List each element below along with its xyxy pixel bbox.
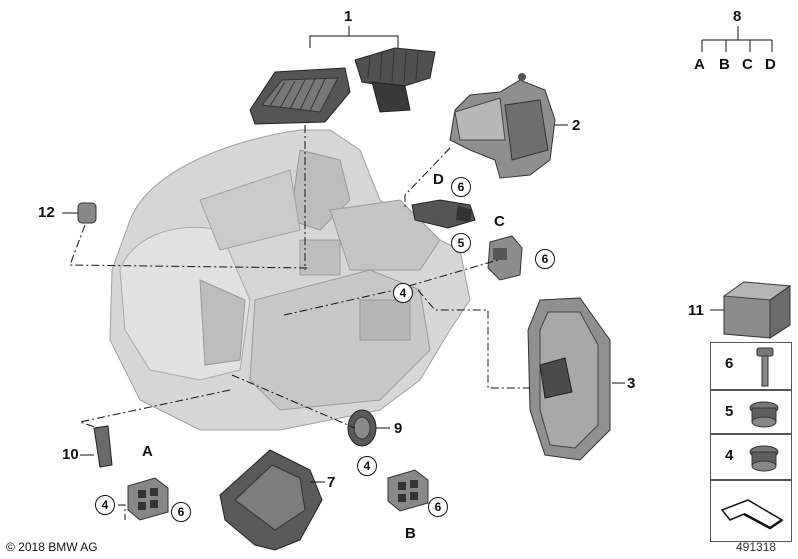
label-part-9: 9 — [394, 420, 403, 437]
tree-label-d: D — [765, 56, 776, 73]
panel-6-bolt-art — [756, 347, 774, 387]
label-part-8: 8 — [733, 8, 742, 25]
panel-5-label: 5 — [725, 403, 734, 420]
panel-bolt: 6 — [710, 342, 792, 390]
part-7-bracket — [219, 449, 325, 551]
callout-4-mid: 4 — [393, 283, 413, 303]
part-1-light-modules — [249, 26, 436, 125]
connector-label-d: D — [433, 171, 444, 188]
part-3-control-unit — [527, 297, 625, 461]
diagram-number: 491318 — [736, 540, 777, 554]
label-part-10: 10 — [62, 446, 79, 463]
panel-nut-4: 4 — [710, 434, 792, 480]
callout-6-top: 6 — [451, 177, 471, 197]
part-2-module — [449, 73, 568, 179]
label-part-12: 12 — [38, 204, 55, 221]
label-part-11: 11 — [688, 302, 704, 319]
tree-label-c: C — [742, 56, 753, 73]
callout-4-a: 4 — [95, 495, 115, 515]
connector-a — [127, 477, 169, 521]
panel-5-nut-art — [749, 401, 779, 428]
tree-8 — [701, 26, 773, 52]
connector-label-c: C — [494, 213, 505, 230]
copyright-text: © 2018 BMW AG — [6, 540, 98, 554]
connector-c — [487, 235, 523, 281]
label-part-2: 2 — [572, 117, 581, 134]
label-part-3: 3 — [627, 375, 636, 392]
part-12-cap — [62, 202, 97, 224]
label-part-7: 7 — [327, 474, 336, 491]
callout-6-c: 6 — [535, 249, 555, 269]
connector-label-b: B — [405, 525, 416, 542]
connector-label-a: A — [142, 443, 153, 460]
part-10-clip — [80, 425, 113, 468]
callout-5-top: 5 — [451, 233, 471, 253]
panel-4-label: 4 — [725, 447, 734, 464]
part-9-grommet — [347, 409, 390, 447]
panel-nut-5: 5 — [710, 390, 792, 434]
label-part-1: 1 — [344, 8, 353, 25]
callout-4-b: 4 — [357, 456, 377, 476]
tree-label-b: B — [719, 56, 730, 73]
callout-6-b: 6 — [428, 497, 448, 517]
panel-4-nut-art — [749, 445, 779, 472]
callout-6-a: 6 — [171, 502, 191, 522]
part-11-box — [710, 281, 792, 339]
connector-d — [411, 199, 476, 229]
panel-6-label: 6 — [725, 355, 734, 372]
tree-label-a: A — [694, 56, 705, 73]
